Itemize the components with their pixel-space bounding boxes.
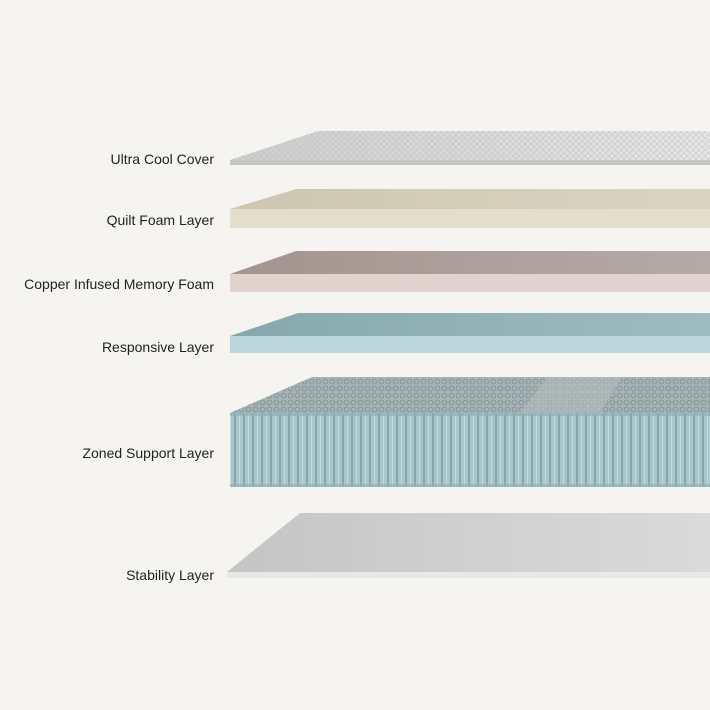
quilt-edge xyxy=(230,209,710,228)
copper-top-face xyxy=(230,251,710,274)
coil-zone-band xyxy=(520,377,622,413)
layer-responsive xyxy=(230,313,710,353)
responsive-edge xyxy=(230,336,710,353)
cover-edge xyxy=(230,160,710,165)
layer-ultra-cool-cover xyxy=(230,131,710,165)
layer-zoned-support xyxy=(230,377,710,487)
label-stability-layer: Stability Layer xyxy=(126,567,214,583)
stability-edge xyxy=(227,572,710,578)
layer-quilt-foam xyxy=(230,189,710,228)
layer-copper-memory-foam xyxy=(230,251,710,292)
label-ultra-cool-cover: Ultra Cool Cover xyxy=(110,151,214,167)
coil-side-face xyxy=(230,413,710,487)
coil-top-face xyxy=(230,377,710,413)
label-copper-infused-memory-foam: Copper Infused Memory Foam xyxy=(24,276,214,292)
label-quilt-foam-layer: Quilt Foam Layer xyxy=(106,212,214,228)
quilt-top-face xyxy=(230,189,710,209)
responsive-top-face xyxy=(230,313,710,336)
layer-stability xyxy=(227,513,710,578)
label-responsive-layer: Responsive Layer xyxy=(101,339,214,355)
label-zoned-support-layer: Zoned Support Layer xyxy=(82,445,214,461)
copper-edge xyxy=(230,274,710,292)
stability-top-face xyxy=(227,513,710,572)
